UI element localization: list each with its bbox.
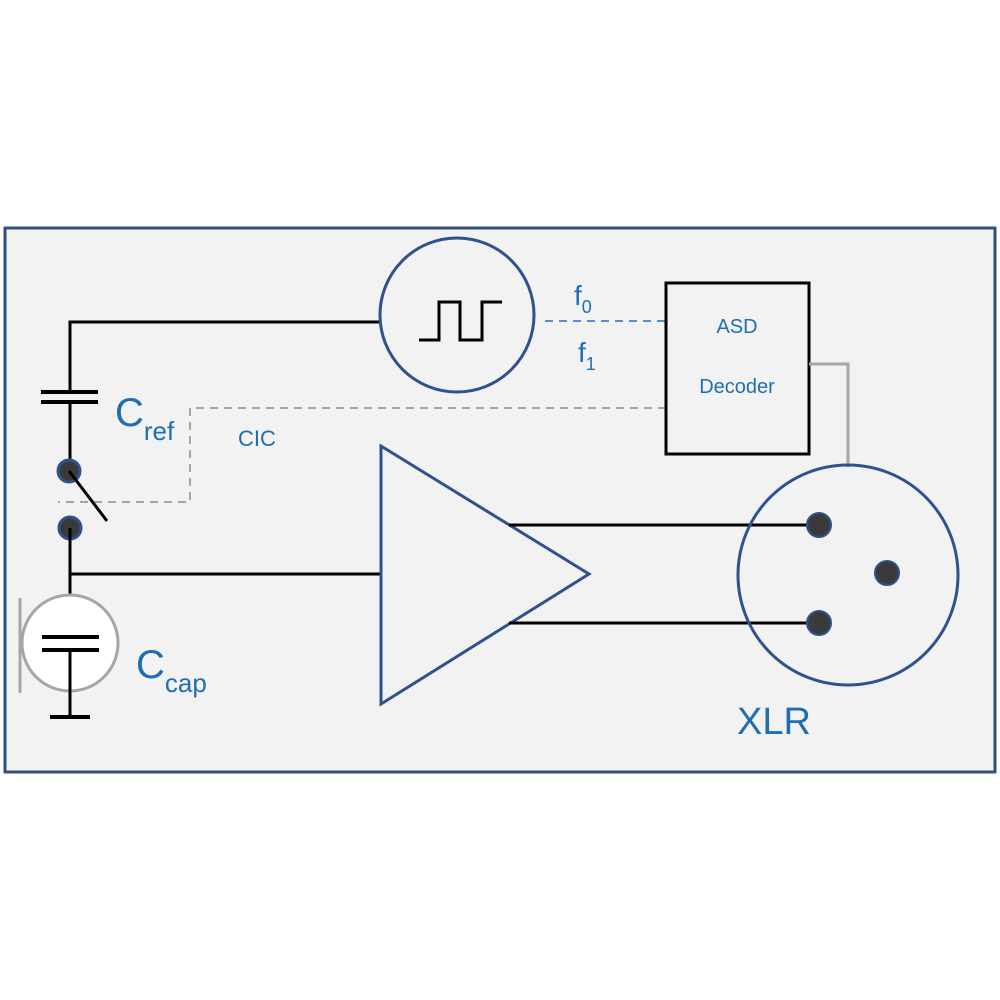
square-wave-icon bbox=[419, 300, 502, 342]
ccap-label: Ccap bbox=[136, 643, 207, 698]
xlr-pin-1 bbox=[874, 560, 900, 586]
amplifier bbox=[379, 443, 592, 707]
xlr-pin-2 bbox=[806, 512, 832, 538]
f1-label: f1 bbox=[578, 337, 596, 374]
cic-control-line bbox=[58, 407, 666, 503]
decoder-to-xlr-line bbox=[809, 362, 850, 467]
xlr-connector bbox=[736, 463, 960, 687]
cref-label: Cref bbox=[115, 391, 175, 446]
f0-label: f0 bbox=[574, 280, 592, 317]
asd-decoder bbox=[664, 281, 811, 456]
xlr-label: XLR bbox=[737, 701, 811, 743]
capsule-capacitor bbox=[18, 593, 120, 719]
cic-label: CIC bbox=[238, 426, 276, 451]
decoder-label: Decoder bbox=[699, 376, 775, 398]
switch-blade bbox=[67, 470, 109, 522]
square-wave-oscillator bbox=[378, 236, 536, 394]
xlr-pin-3 bbox=[806, 610, 832, 636]
asd-label: ASD bbox=[716, 316, 757, 338]
wire-oscillator-to-cref bbox=[68, 320, 381, 392]
